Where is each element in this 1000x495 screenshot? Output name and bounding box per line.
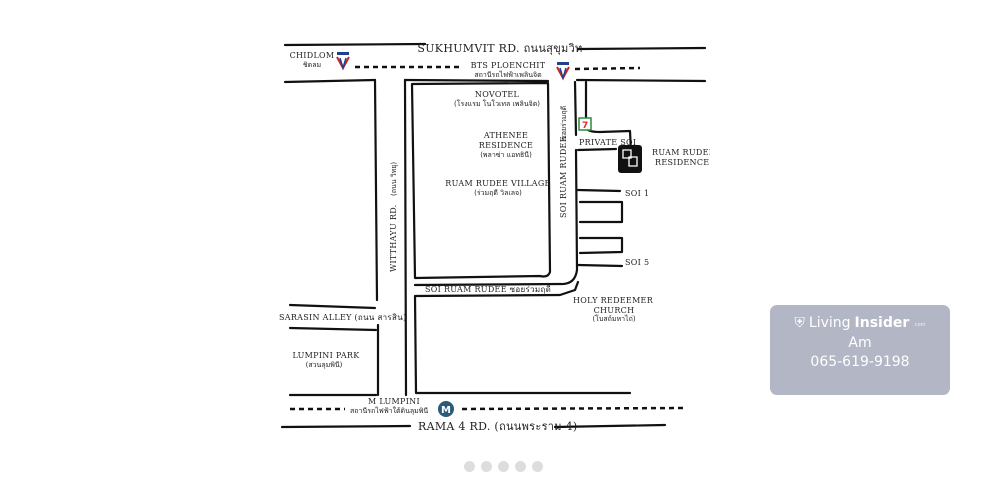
carousel-dot-1[interactable] — [464, 461, 475, 472]
ploenchit-th-label: สถานีรถไฟฟ้าเพลินจิต — [474, 70, 542, 79]
witthayu-road-east — [403, 78, 408, 397]
mrt-line — [290, 406, 686, 411]
residence-label-2: RESIDENCE — [655, 158, 709, 167]
house-logo-icon: ⛨ — [794, 315, 805, 331]
road-line — [283, 78, 707, 84]
location-map: 7 M SUKHUMVIT RD. ถนนสุขุมวิท CHIDLOM ชิ… — [279, 42, 710, 433]
carousel-dot-5[interactable] — [532, 461, 543, 472]
rama4-road-line — [280, 423, 667, 429]
carousel-dot-3[interactable] — [498, 461, 509, 472]
sarasin-block — [288, 303, 378, 397]
lower-block — [413, 280, 632, 395]
novotel-th-label: (โรงแรม โนโวเทล เพลินจิต) — [454, 99, 540, 108]
soi-ruam-rudee-road — [413, 80, 579, 287]
athenee-th-label: (พลาซ่า แอทธินี) — [480, 151, 532, 159]
ruam-rudee-residence-building — [618, 145, 642, 173]
sarasin-label: SARASIN ALLEY (ถนน สารสิน) — [279, 313, 406, 322]
soi-vertical-label: SOI RUAM RUDEE — [559, 136, 568, 218]
church-label-2: CHURCH — [594, 306, 635, 315]
block-novotel — [410, 81, 552, 280]
church-label-1: HOLY REDEEMER — [573, 296, 654, 305]
ploenchit-label: BTS PLOENCHIT — [471, 61, 546, 70]
village-th-label: (ร่วมฤดี วิลเลจ) — [474, 189, 522, 197]
building-icon — [622, 149, 638, 167]
athenee-label-2: RESIDENCE — [479, 141, 533, 150]
svg-text:7: 7 — [582, 121, 588, 131]
witthayu-th-label: (ถนน วิทยุ) — [390, 162, 398, 196]
mrt-th-label: สถานีรถไฟฟ้าใต้ดินลุมพินี — [350, 406, 428, 415]
brand-text-living: Living — [808, 315, 851, 331]
park-th-label: (สวนลุมพินี) — [306, 361, 343, 369]
soi-vertical-th-label: ซอยร่วมฤดี — [560, 106, 568, 140]
village-label: RUAM RUDEE VILLAGE — [445, 179, 550, 188]
bts-icon-chidlom — [336, 52, 350, 71]
brand-text-insider: Insider — [854, 315, 910, 331]
bts-line — [355, 65, 641, 71]
chidlom-th-label: ชิดลม — [303, 61, 321, 69]
witthayu-label: WITTHAYU RD. — [389, 205, 398, 273]
brand-text-com: .com — [913, 322, 926, 328]
witthayu-road-west — [373, 78, 380, 397]
seven-eleven-icon — [578, 117, 592, 131]
agent-name: Am — [848, 335, 872, 351]
private-soi-label: PRIVATE SOI — [579, 138, 636, 147]
mrt-icon: M — [438, 401, 454, 417]
athenee-label-1: ATHENEE — [483, 131, 528, 140]
soi1-label: SOI 1 — [625, 189, 649, 198]
residence-label-1: RUAM RUDEE — [652, 148, 710, 157]
chidlom-label: CHIDLOM — [290, 51, 335, 60]
soi5-label: SOI 5 — [625, 258, 649, 267]
church-th-label: (โบสถ์มหาไถ่) — [592, 314, 635, 323]
carousel-dot-4[interactable] — [515, 461, 526, 472]
rama4-label: RAMA 4 RD. (ถนนพระราม 4) — [418, 420, 578, 433]
svg-text:M: M — [441, 405, 451, 416]
soi-horizontal-label: SOI RUAM RUDEE ซอยร่วมฤดี — [425, 285, 551, 294]
park-label: LUMPINI PARK — [292, 351, 360, 360]
carousel-dot-2[interactable] — [481, 461, 492, 472]
agent-phone: 065-619-9198 — [810, 354, 910, 370]
side-sois — [576, 188, 624, 268]
carousel-pagination — [464, 461, 543, 472]
bts-icon-ploenchit — [556, 62, 570, 81]
mrt-label: M LUMPINI — [368, 397, 420, 406]
novotel-label: NOVOTEL — [475, 90, 520, 99]
sukhumvit-road-line — [283, 42, 707, 51]
sukhumvit-label: SUKHUMVIT RD. ถนนสุขุมวิท — [417, 42, 582, 55]
